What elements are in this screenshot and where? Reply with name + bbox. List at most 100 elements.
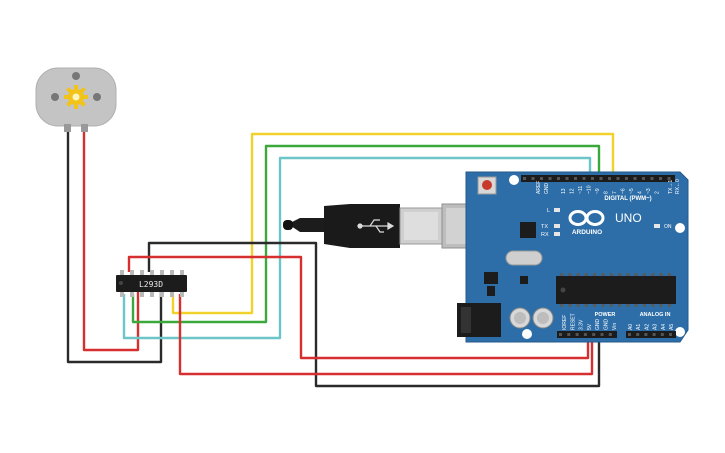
dc-motor[interactable] xyxy=(35,67,117,132)
wire-motor-black[interactable] xyxy=(66,128,163,364)
digital-pin[interactable] xyxy=(625,177,628,180)
pin-label: 3.3V xyxy=(579,319,585,330)
l-led-label: L xyxy=(547,208,550,214)
digital-pin[interactable] xyxy=(582,177,586,180)
pin-label: ~10 xyxy=(587,185,593,194)
power-pin[interactable] xyxy=(592,333,596,336)
digital-pin[interactable] xyxy=(599,177,603,180)
power-header[interactable] xyxy=(557,331,617,338)
aref-label: AREF xyxy=(536,181,542,194)
reset-button[interactable] xyxy=(477,176,497,195)
power-pin[interactable] xyxy=(608,333,612,336)
pin-label: A2 xyxy=(644,324,650,330)
digital-pin[interactable] xyxy=(608,177,611,180)
pin-label: 13 xyxy=(561,188,567,194)
rx-led-label: RX xyxy=(541,232,549,238)
analog-pin[interactable] xyxy=(628,333,631,336)
rx-led xyxy=(554,232,560,236)
usb-icon xyxy=(357,219,395,233)
l293d-chip[interactable]: L293D xyxy=(116,270,187,297)
digital-pin[interactable] xyxy=(557,177,560,180)
wire-motor-red[interactable] xyxy=(82,128,140,352)
analog-pin[interactable] xyxy=(644,333,648,336)
wire-cyan[interactable] xyxy=(122,156,592,340)
wire-yellow[interactable] xyxy=(171,132,615,315)
digital-pin[interactable] xyxy=(548,177,552,180)
wire-red-5v-a[interactable] xyxy=(127,255,590,360)
power-pin[interactable] xyxy=(567,333,571,336)
tx-led-label: TX xyxy=(541,224,548,230)
digital-pin[interactable] xyxy=(565,177,569,180)
digital-pin[interactable] xyxy=(531,177,535,180)
l-led xyxy=(554,208,560,212)
digital-pin[interactable] xyxy=(642,177,645,180)
analog-pin[interactable] xyxy=(652,333,656,336)
pin-label: 4 xyxy=(638,191,644,194)
digital-pin[interactable] xyxy=(659,177,662,180)
wire-green[interactable] xyxy=(131,144,601,324)
wire-black-gnd[interactable] xyxy=(147,241,601,388)
pin-label: A3 xyxy=(653,324,659,330)
digital-pin[interactable] xyxy=(591,177,594,180)
pin-label: A4 xyxy=(661,324,667,330)
atmega-chip xyxy=(556,273,676,307)
pin-label: GND xyxy=(595,319,601,331)
pin-label: A1 xyxy=(636,324,642,330)
power-pin[interactable] xyxy=(559,333,562,336)
pin-label: 2 xyxy=(655,191,661,194)
digital-pin[interactable] xyxy=(540,177,543,180)
analog-pin[interactable] xyxy=(660,333,664,336)
pin-label: ~5 xyxy=(629,188,635,194)
pin-label: RESET xyxy=(570,313,576,330)
analog-header-label: ANALOG IN xyxy=(640,312,671,318)
pin-label: A0 xyxy=(628,324,634,330)
wires xyxy=(66,128,615,388)
gnd-top-label: GND xyxy=(544,183,550,195)
analog-header[interactable] xyxy=(626,331,676,338)
pin-label: 8 xyxy=(604,191,610,194)
digital-pin[interactable] xyxy=(667,177,671,180)
pin-label: ~3 xyxy=(646,188,652,194)
analog-pin[interactable] xyxy=(669,333,672,336)
pin-label: A5 xyxy=(669,324,675,330)
power-pin[interactable] xyxy=(600,333,604,336)
pin-label: Vin xyxy=(612,323,618,330)
power-pin[interactable] xyxy=(575,333,579,336)
pin-label: ~9 xyxy=(595,188,601,194)
uno-label: UNO xyxy=(615,211,642,225)
ic-label: L293D xyxy=(139,280,163,289)
pin-label: IOREF xyxy=(562,315,568,330)
pin-label: 12 xyxy=(570,188,576,194)
arduino-logo-icon xyxy=(568,210,605,226)
crystal xyxy=(505,250,543,266)
usb-chip xyxy=(520,222,536,238)
pin-label: ~6 xyxy=(621,188,627,194)
arduino-brand: ARDUINO xyxy=(572,229,602,236)
analog-pin[interactable] xyxy=(636,333,640,336)
wire-red-5v-b[interactable] xyxy=(178,294,594,376)
gear-icon xyxy=(64,85,88,109)
pin-label: 7 xyxy=(612,191,618,194)
pin-label: 5V xyxy=(587,323,593,330)
on-label: ON xyxy=(664,224,672,230)
capacitors xyxy=(509,307,554,329)
tx-pin-label: TX→1 xyxy=(668,180,674,194)
pin-label: GND xyxy=(604,319,610,331)
digital-pin[interactable] xyxy=(574,177,577,180)
digital-header-label: DIGITAL (PWM~) xyxy=(604,196,651,202)
digital-pin[interactable] xyxy=(650,177,654,180)
digital-pin[interactable] xyxy=(616,177,620,180)
on-led xyxy=(654,224,660,228)
rx-pin-label: RX←0 xyxy=(675,179,681,194)
power-pin[interactable] xyxy=(583,333,587,336)
pin-label: ~11 xyxy=(578,186,584,194)
power-header-label: POWER xyxy=(595,312,616,318)
digital-pin[interactable] xyxy=(523,177,526,180)
digital-pin[interactable] xyxy=(633,177,637,180)
power-jack[interactable] xyxy=(457,303,501,337)
digital-header[interactable] xyxy=(521,175,675,182)
